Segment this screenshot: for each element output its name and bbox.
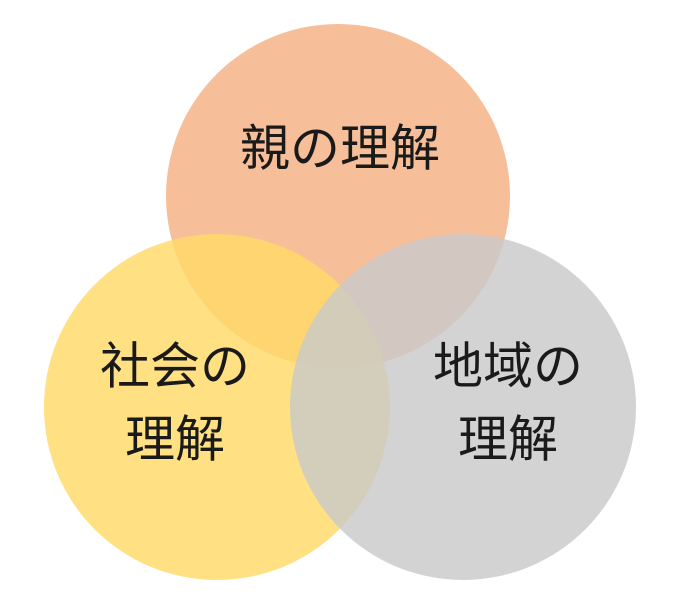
label-parents: 親の理解 xyxy=(240,120,440,178)
circle-community xyxy=(290,234,636,580)
venn-labels: 親の理解 社会の 理解 地域の 理解 xyxy=(100,120,583,469)
label-society-line-1: 社会の xyxy=(100,338,250,396)
label-society-line-2: 理解 xyxy=(125,411,225,469)
label-community-line-2: 理解 xyxy=(458,411,558,469)
venn-circles xyxy=(44,24,636,580)
label-community-line-1: 地域の xyxy=(433,338,583,396)
circle-society xyxy=(44,234,390,580)
